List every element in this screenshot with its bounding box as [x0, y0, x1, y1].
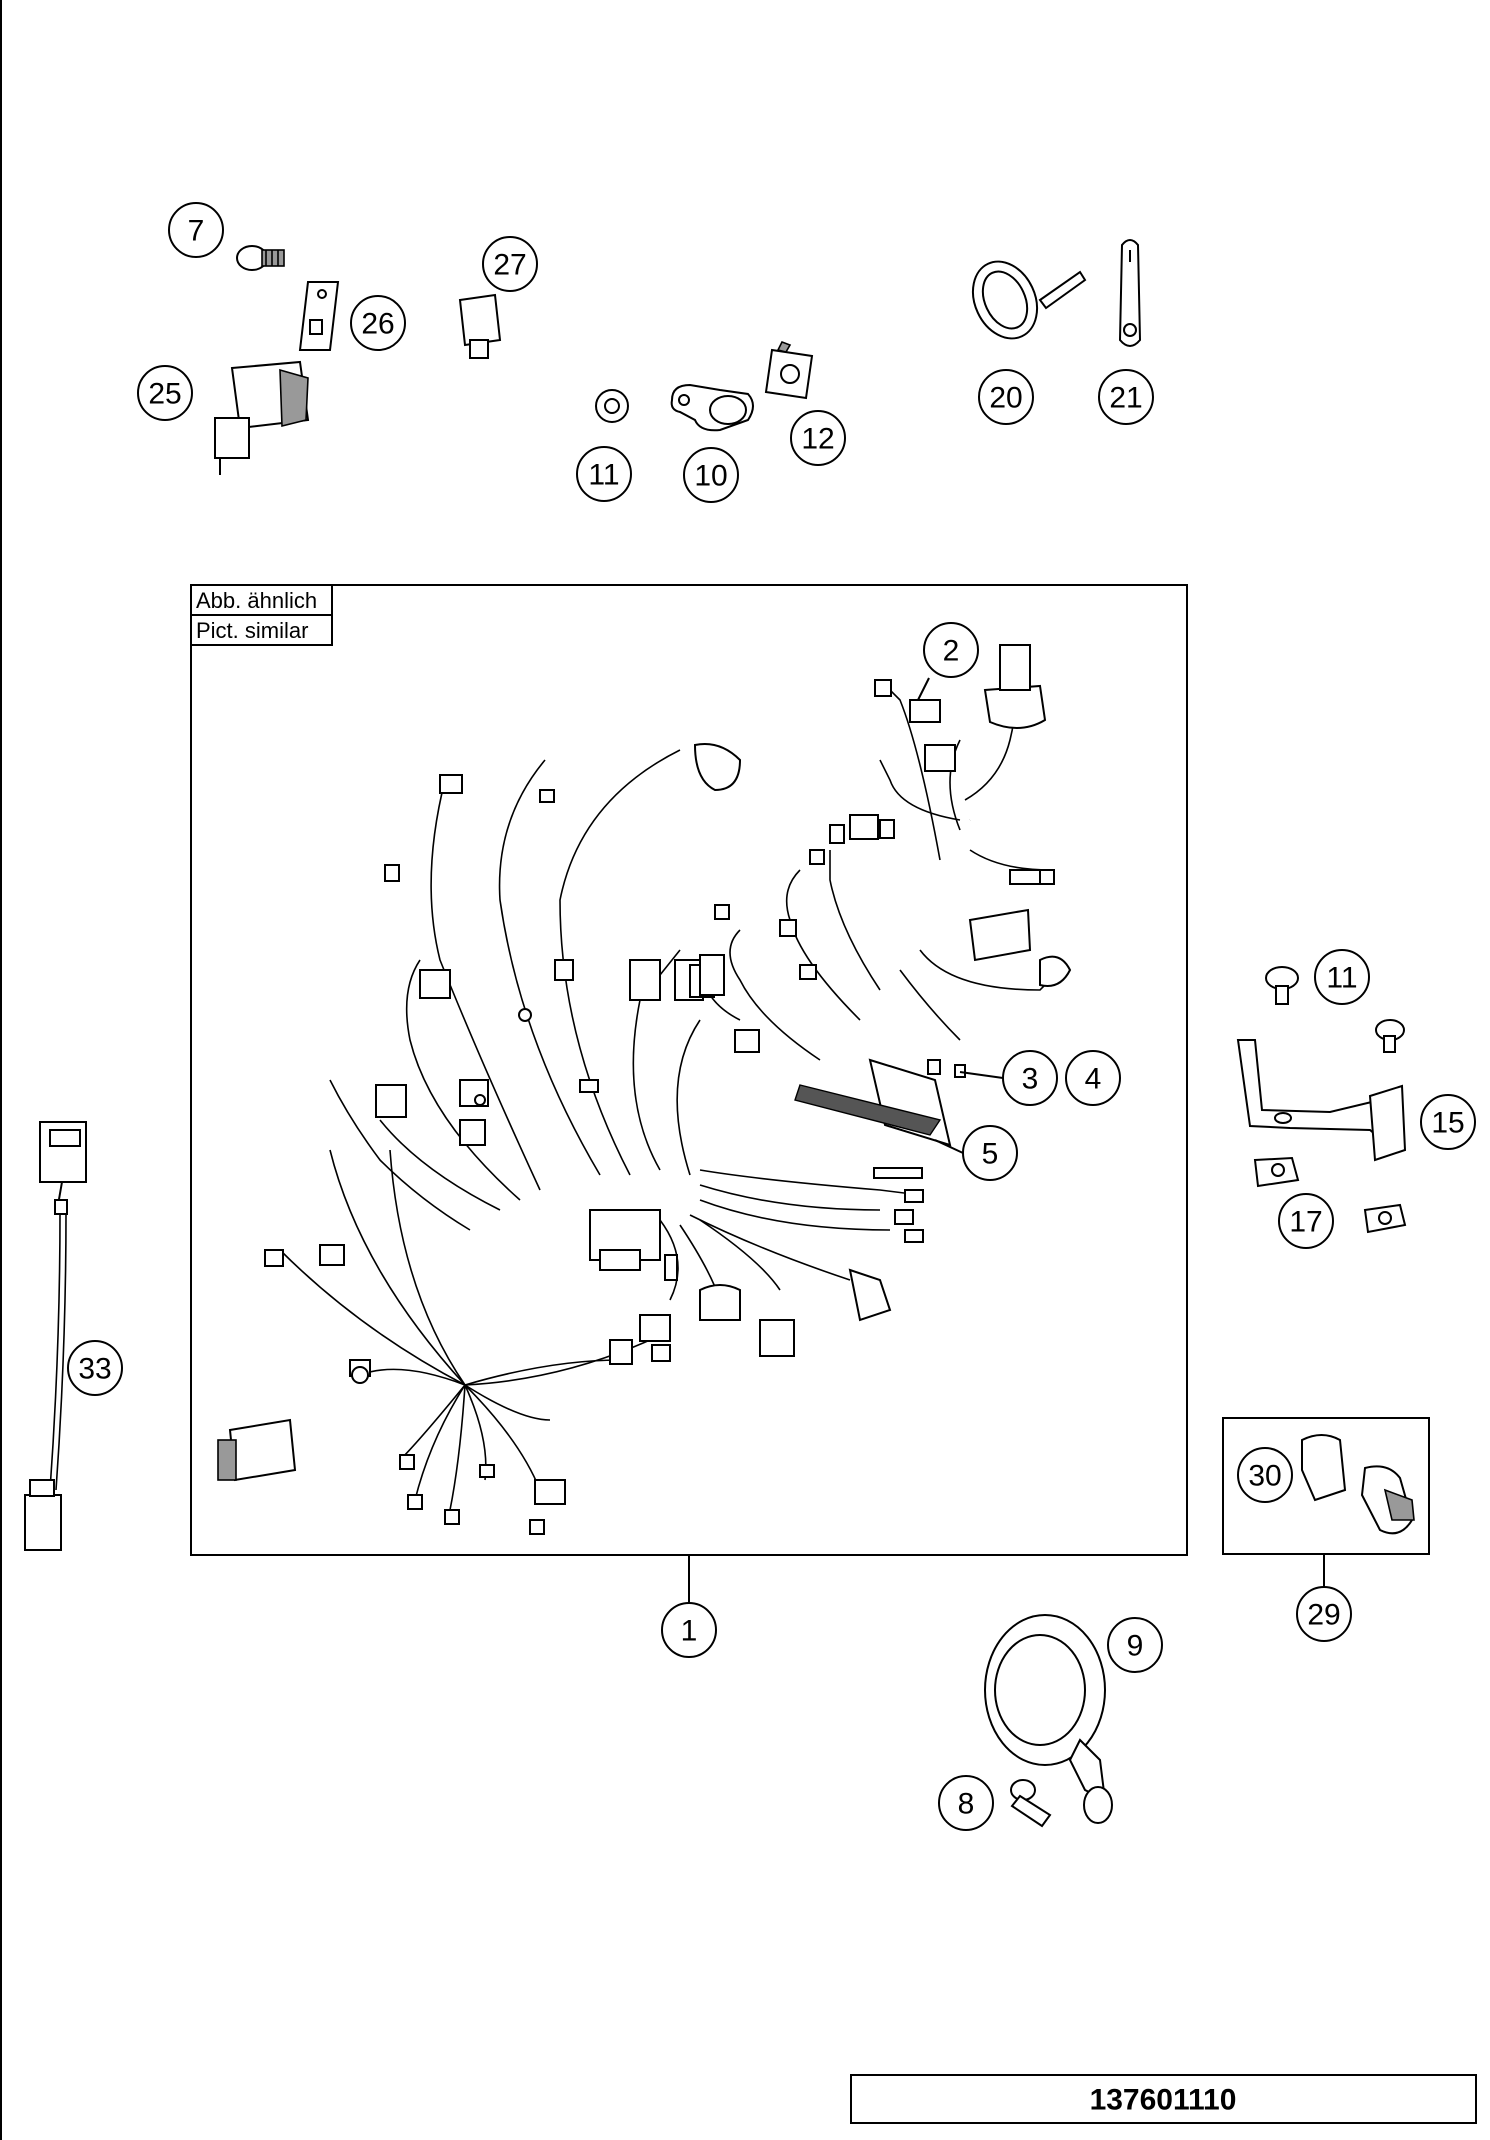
part-number-box: 137601110: [850, 2074, 1477, 2124]
callout-17: 17: [1278, 1193, 1334, 1249]
part-17-speed-nut: [1253, 1156, 1407, 1234]
svg-text:9: 9: [1127, 1630, 1144, 1663]
svg-text:30: 30: [1248, 1460, 1281, 1493]
svg-text:27: 27: [493, 249, 526, 282]
callout-8: 8: [938, 1775, 994, 1831]
note-german: Abb. ähnlich: [196, 588, 317, 613]
part-33-sensor-cable: [24, 1121, 87, 1551]
part-number: 137601110: [1090, 2084, 1237, 2117]
svg-text:20: 20: [989, 382, 1022, 415]
callout-21: 21: [1098, 369, 1154, 425]
svg-text:5: 5: [982, 1138, 999, 1171]
svg-text:33: 33: [78, 1353, 111, 1386]
svg-text:1: 1: [681, 1615, 698, 1648]
callout-12: 12: [790, 410, 846, 466]
callout-7: 7: [168, 202, 224, 258]
callout-25: 25: [137, 365, 193, 421]
callout-2: 2: [923, 622, 979, 678]
svg-text:7: 7: [188, 215, 205, 248]
part-11-nut: [595, 389, 629, 423]
callout-3: 3: [1002, 1050, 1058, 1106]
part-29-box: [1222, 1417, 1430, 1555]
callout-9: 9: [1107, 1617, 1163, 1673]
part-11-screw-right: [1265, 966, 1405, 1053]
svg-text:25: 25: [148, 378, 181, 411]
part-12-speed-nut: [764, 340, 814, 400]
part-27-relay: [458, 293, 502, 359]
svg-text:3: 3: [1022, 1063, 1039, 1096]
svg-text:4: 4: [1085, 1063, 1102, 1096]
part-15-bracket: [1236, 1039, 1407, 1162]
svg-text:26: 26: [361, 308, 394, 341]
callout-26: 26: [350, 295, 406, 351]
part-9-horn: [984, 1614, 1113, 1824]
callout-20: 20: [978, 369, 1034, 425]
svg-text:11: 11: [1326, 962, 1357, 995]
wiring-harness-drawing: [217, 644, 1072, 1535]
callout-5: 5: [962, 1125, 1018, 1181]
callout-4: 4: [1065, 1050, 1121, 1106]
callout-10: 10: [683, 447, 739, 503]
callout-27: 27: [482, 236, 538, 292]
svg-text:2: 2: [943, 635, 960, 668]
svg-text:21: 21: [1109, 382, 1142, 415]
svg-text:11: 11: [588, 459, 619, 492]
callout-11-top: 11: [576, 446, 632, 502]
part-26-bracket: [298, 281, 340, 351]
svg-text:29: 29: [1307, 1599, 1340, 1632]
part-7-screw: [236, 245, 285, 271]
callout-30: 30: [1237, 1447, 1293, 1503]
callout-11-right: 11: [1314, 949, 1370, 1005]
part-20-cable-tie: [971, 260, 1087, 340]
part-8-bolt: [1010, 1779, 1052, 1828]
svg-text:10: 10: [694, 460, 727, 493]
part-25-relay: [214, 360, 310, 475]
callout-29: 29: [1296, 1586, 1352, 1642]
note-box: [190, 584, 333, 646]
callout-33: 33: [67, 1340, 123, 1396]
svg-text:15: 15: [1431, 1107, 1464, 1140]
note-english: Pict. similar: [196, 618, 308, 643]
part-21-strap: [1118, 239, 1142, 347]
leader-lines: [688, 677, 1325, 1604]
svg-text:12: 12: [801, 423, 834, 456]
callout-15: 15: [1420, 1094, 1476, 1150]
part-10-clamp: [670, 383, 754, 432]
svg-text:17: 17: [1289, 1206, 1322, 1239]
svg-text:8: 8: [958, 1788, 975, 1821]
callout-1: 1: [661, 1602, 717, 1658]
